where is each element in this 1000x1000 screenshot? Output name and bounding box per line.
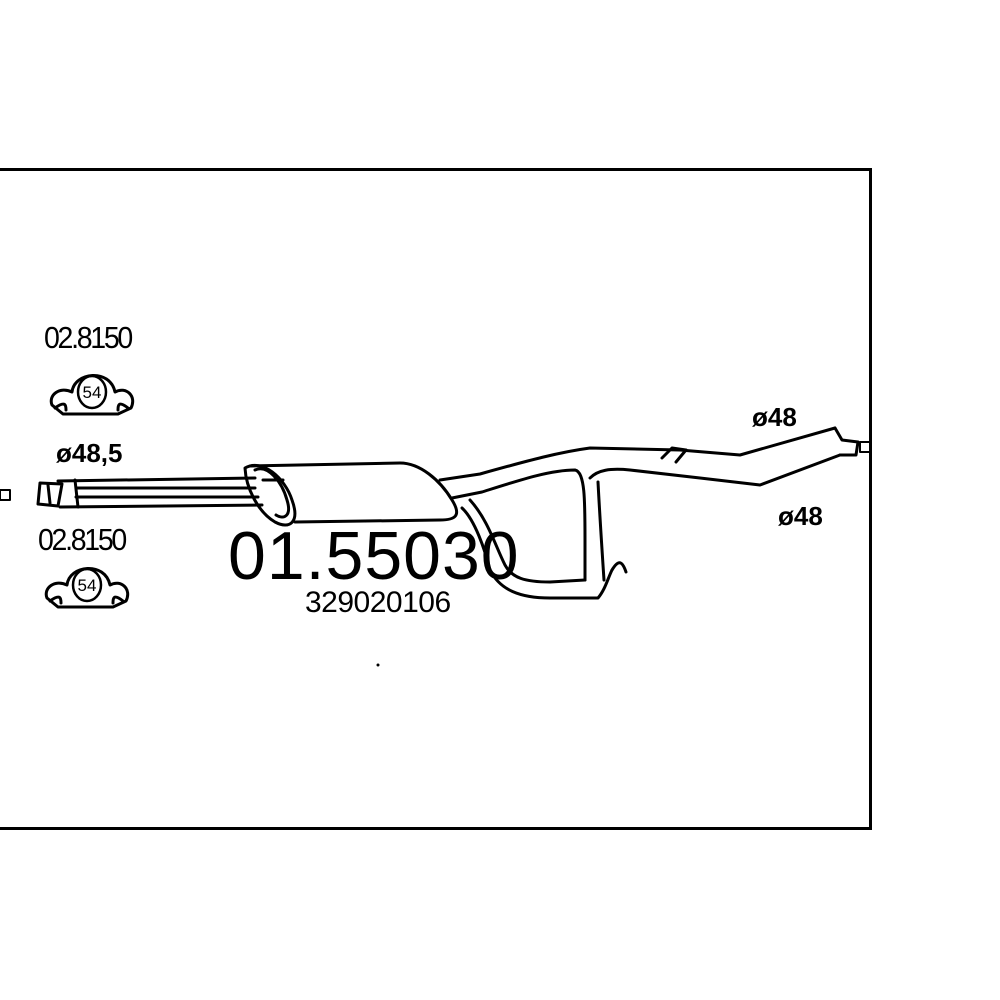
inlet-pipe: [36, 476, 264, 509]
rear-pipe: [438, 426, 860, 600]
right-connector-marker: [859, 441, 871, 453]
clamp-ref-label: 02.8150: [38, 522, 127, 557]
clamp-icon: [49, 374, 135, 416]
clamp-ref-label: 02.8150: [44, 320, 133, 355]
inlet-diameter-label: ø48,5: [56, 438, 123, 468]
part-number: 01.55030: [228, 518, 520, 594]
clamp-badge: 54: [83, 383, 102, 402]
outlet-diameter-label: ø48: [778, 501, 823, 531]
clamp-icon: [44, 567, 130, 609]
outlet-diameter-label: ø48: [752, 402, 797, 432]
muffler: [243, 461, 459, 527]
oem-number: 329020106: [305, 586, 451, 619]
diagram-frame: [0, 168, 872, 830]
left-connector-marker: [0, 489, 11, 501]
dot-mark: [376, 663, 380, 667]
clamp-badge: 54: [78, 576, 97, 595]
